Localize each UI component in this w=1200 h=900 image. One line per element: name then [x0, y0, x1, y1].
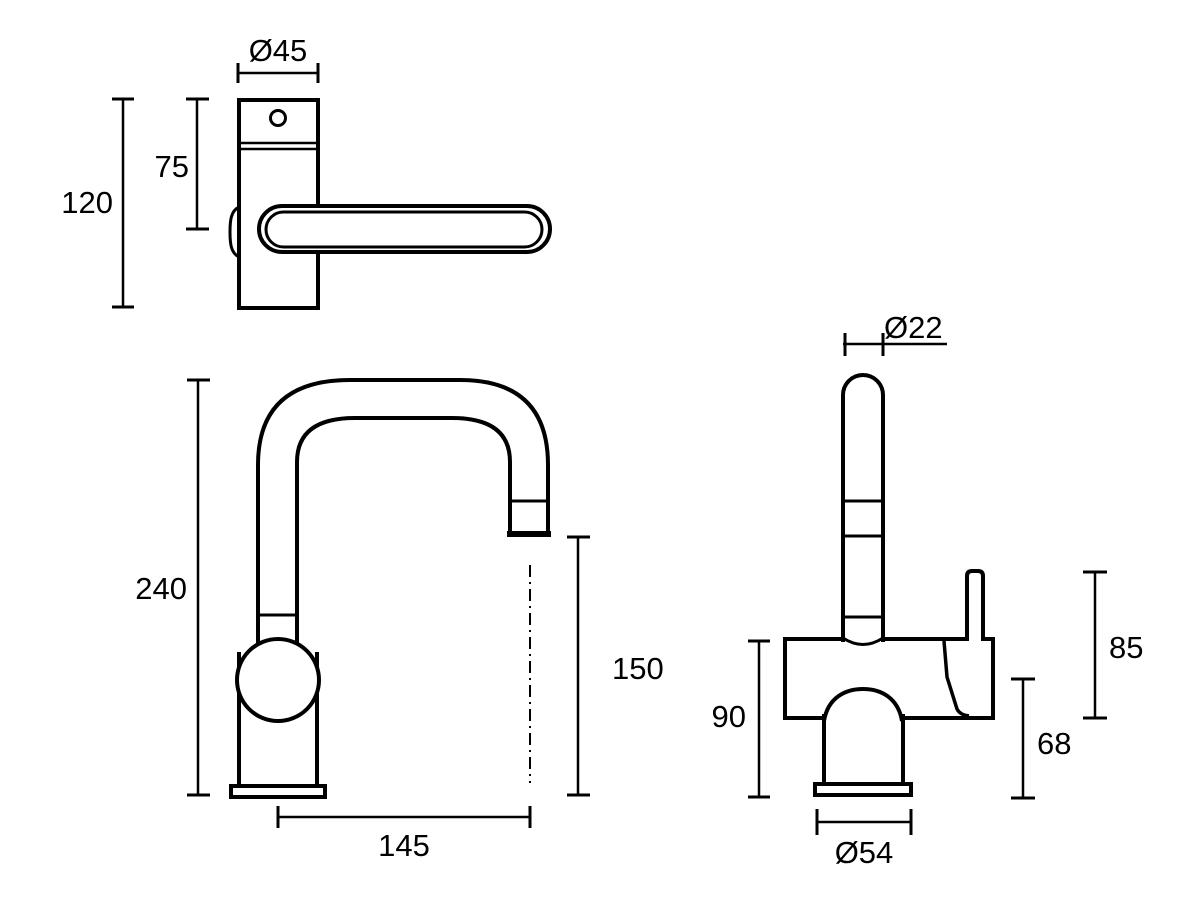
top-cap-hole: [269, 109, 287, 127]
dim-top-diameter: Ø45: [236, 33, 320, 83]
front-base-flange: [229, 784, 327, 799]
dim-side-outlet-height: 68: [1011, 677, 1071, 800]
dim-top-total-length-label: 120: [61, 185, 113, 220]
dim-side-body-height: 90: [712, 639, 770, 799]
dim-top-total-length: 120: [61, 97, 134, 309]
dim-side-body-height-label: 90: [712, 699, 746, 734]
side-base-flange: [813, 782, 913, 797]
dim-front-total-height: 240: [135, 378, 210, 797]
front-spout-outer: [256, 378, 550, 648]
dim-front-total-height-label: 240: [135, 571, 187, 606]
dim-front-spout-reach: 145: [276, 806, 532, 863]
side-lever-handle: [965, 569, 985, 641]
side-inlet-dome: [822, 686, 904, 722]
top-handle-outer: [257, 204, 552, 254]
dim-side-base-diameter: Ø54: [815, 809, 913, 870]
side-body-outline: [783, 637, 995, 720]
top-body-side-bulge: [228, 205, 240, 259]
dim-side-handle-height-label: 85: [1109, 630, 1143, 665]
dim-side-outlet-height-label: 68: [1037, 726, 1071, 761]
dim-side-spout-diameter: Ø22: [843, 310, 947, 356]
top-handle-inner: [264, 210, 544, 249]
front-spout-inner: [295, 416, 512, 645]
top-view: Ø45 120 75: [61, 33, 552, 310]
side-spout-pipe: [841, 373, 885, 642]
dim-front-spout-height: 150: [567, 535, 664, 797]
side-pipe-base-fillet: [842, 636, 884, 646]
side-view: Ø22 90 85 68 Ø54: [712, 310, 1144, 870]
dim-top-upper-length-label: 75: [155, 149, 189, 184]
dim-side-spout-diameter-label: Ø22: [884, 310, 943, 345]
front-pivot-circle: [235, 637, 321, 723]
dim-top-upper-length: 75: [155, 97, 209, 231]
dim-side-handle-height: 85: [1083, 570, 1143, 720]
front-view: 240 150 145: [135, 378, 664, 863]
side-handle-collar-edge: [942, 640, 970, 718]
dim-side-base-diameter-label: Ø54: [835, 835, 894, 870]
dim-top-diameter-label: Ø45: [249, 33, 308, 68]
dim-front-spout-reach-label: 145: [378, 828, 430, 863]
side-body-opening: [826, 713, 901, 723]
dim-front-spout-height-label: 150: [612, 651, 664, 686]
